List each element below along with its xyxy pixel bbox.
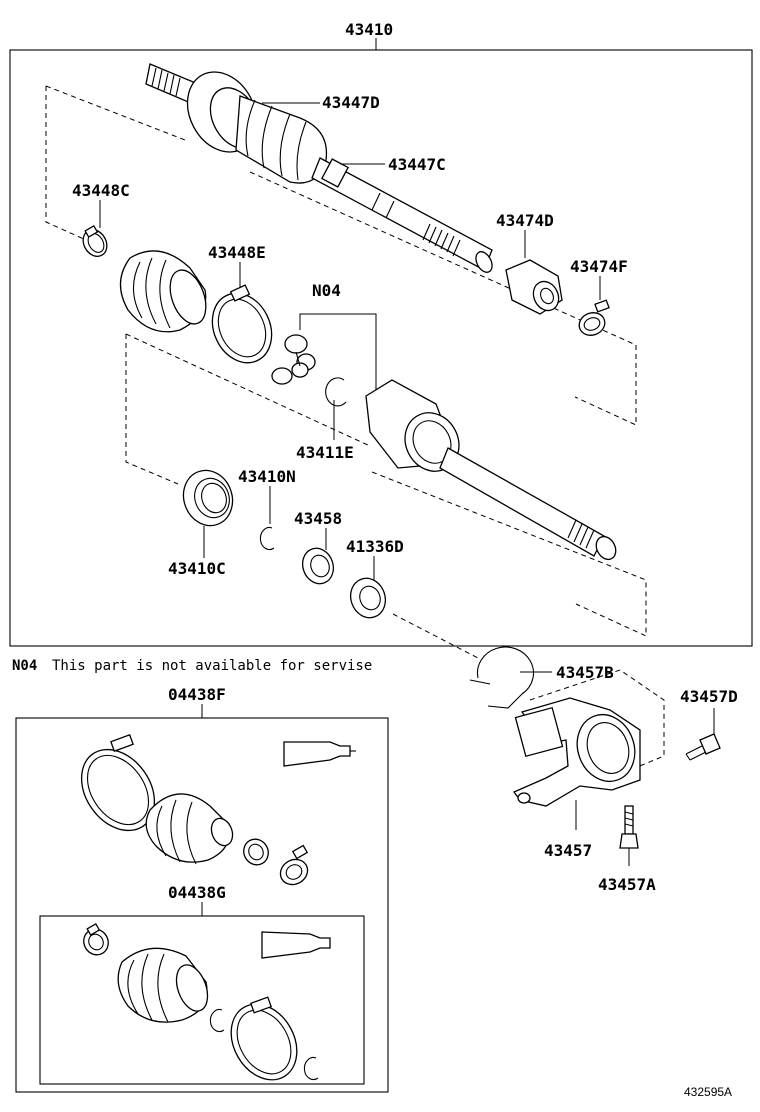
kit-outer-frame	[15, 717, 389, 1093]
kit-inner-frame	[39, 915, 365, 1085]
bracket-icon[interactable]	[512, 697, 644, 807]
inner-shaft-icon[interactable]	[365, 379, 620, 563]
dashed-group-right	[249, 171, 637, 426]
tripod-joint-icon[interactable]	[271, 334, 316, 385]
kit-inner-grease-tube-icon[interactable]	[261, 931, 331, 959]
label-43410[interactable]: 43410	[345, 20, 393, 39]
label-43447c[interactable]: 43447C	[388, 155, 446, 174]
dust-seal-icon[interactable]	[345, 573, 391, 622]
small-clamp-icon[interactable]	[576, 299, 610, 339]
clamp-icon[interactable]	[78, 225, 111, 260]
dashed-line-to-ring	[392, 613, 479, 659]
kit-small-clamp-icon[interactable]	[276, 844, 312, 890]
label-43410c[interactable]: 43410C	[168, 559, 226, 578]
boot-icon[interactable]	[119, 250, 212, 333]
bearing-icon[interactable]	[176, 463, 240, 532]
label-43448e[interactable]: 43448E	[208, 243, 266, 262]
note-code: N04	[12, 658, 37, 674]
grease-tube-icon[interactable]	[283, 741, 356, 767]
drive-shaft-icon[interactable]	[145, 60, 495, 275]
snap-ring-icon[interactable]	[325, 377, 347, 407]
dashed-bracket	[529, 669, 665, 771]
label-43457a[interactable]: 43457A	[598, 875, 656, 894]
kit-inner-clamp-icon[interactable]	[79, 923, 113, 959]
kit-inner-band-clamp-icon[interactable]	[218, 992, 310, 1091]
kit-boot-icon[interactable]	[145, 793, 236, 865]
label-43457d[interactable]: 43457D	[680, 687, 738, 706]
label-04438f[interactable]: 04438F	[168, 685, 226, 704]
bolt-icon[interactable]	[685, 733, 721, 761]
kit-clamp-icon[interactable]	[239, 835, 273, 870]
kit-inner-boot-icon[interactable]	[117, 947, 213, 1023]
label-41336d[interactable]: 41336D	[346, 537, 404, 556]
dashed-line-outer-top	[45, 85, 186, 141]
kit-inner-ring-icon[interactable]	[303, 1056, 319, 1081]
oil-seal-icon[interactable]	[298, 544, 339, 588]
label-n04[interactable]: N04	[312, 281, 341, 300]
retaining-ring-icon[interactable]	[469, 646, 535, 709]
label-43474f[interactable]: 43474F	[570, 257, 628, 276]
damper-icon[interactable]	[505, 259, 563, 315]
dashed-group-inner-right	[371, 471, 647, 637]
label-43458[interactable]: 43458	[294, 509, 342, 528]
label-43457[interactable]: 43457	[544, 841, 592, 860]
note-text: This part is not available for servise	[52, 658, 372, 674]
label-43474d[interactable]: 43474D	[496, 211, 554, 230]
label-43447d[interactable]: 43447D	[322, 93, 380, 112]
band-clamp-icon[interactable]	[201, 284, 282, 373]
label-43457b[interactable]: 43457B	[556, 663, 614, 682]
diagram-id: 432595A	[684, 1085, 732, 1099]
kit-band-clamp-icon[interactable]	[67, 734, 170, 845]
assembly-frame	[9, 49, 753, 647]
label-43411e[interactable]: 43411E	[296, 443, 354, 462]
dashed-group-outer	[45, 86, 87, 241]
leader-n04	[299, 313, 377, 396]
long-bolt-icon[interactable]	[619, 805, 639, 849]
dashed-group-inner	[125, 334, 179, 485]
label-04438g[interactable]: 04438G	[168, 883, 226, 902]
label-43448c[interactable]: 43448C	[72, 181, 130, 200]
label-43410n[interactable]: 43410N	[238, 467, 296, 486]
kit-inner-snap-ring-icon[interactable]	[209, 1008, 225, 1033]
small-snap-ring-icon[interactable]	[259, 526, 275, 551]
